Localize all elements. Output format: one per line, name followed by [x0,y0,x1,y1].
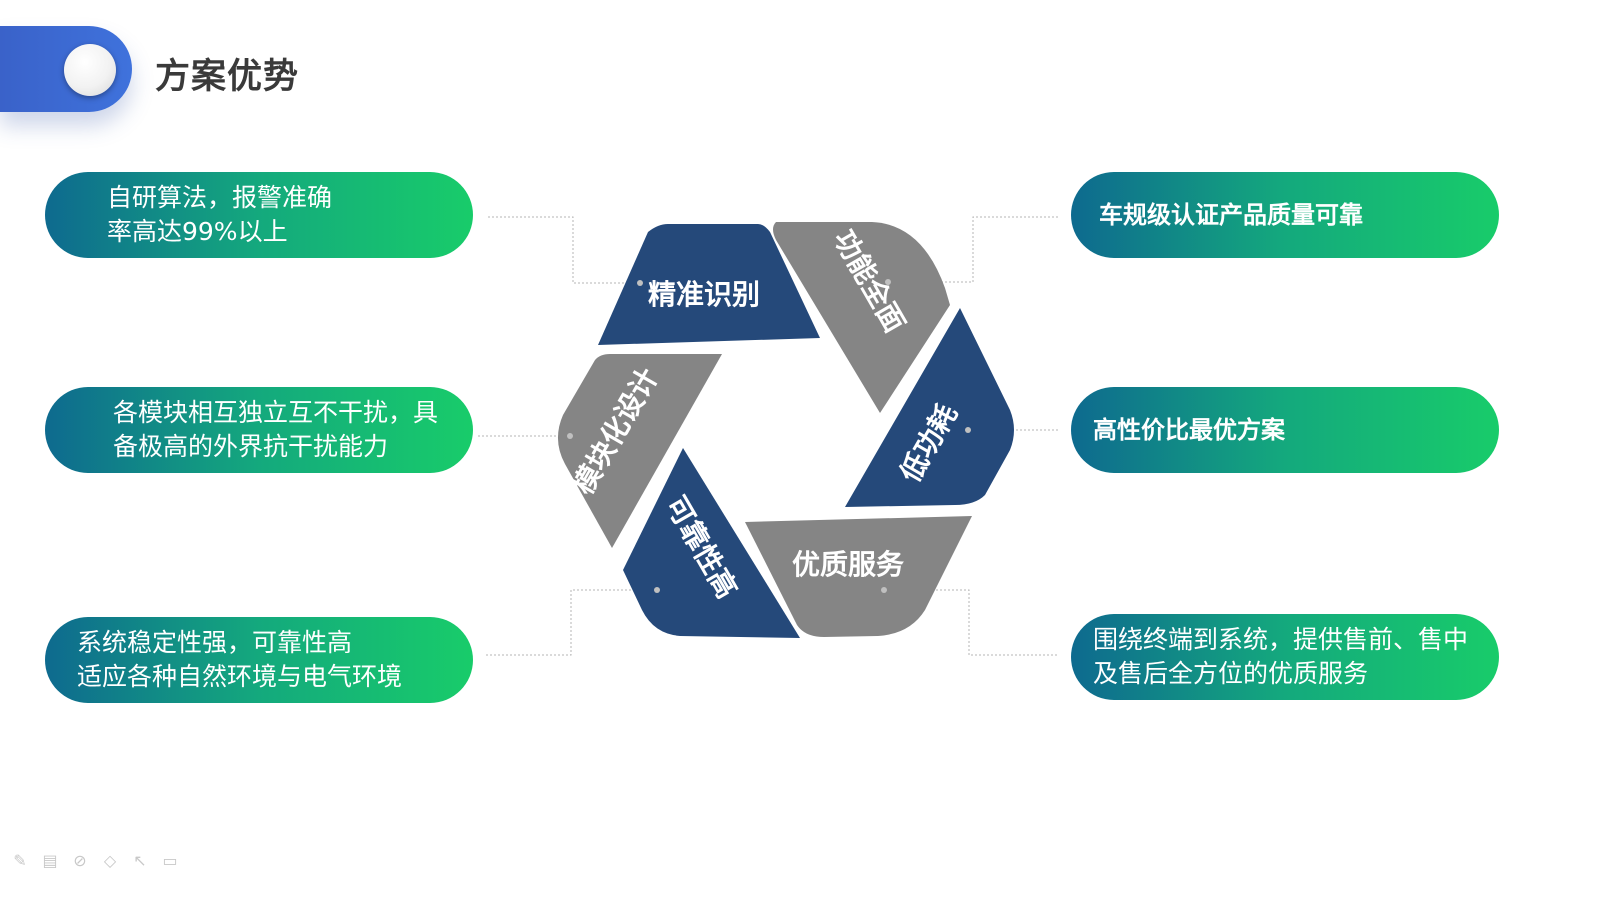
connector-dot [965,427,971,433]
cycle-segment [557,354,722,548]
feature-text: 车规级认证产品质量可靠 [1099,201,1363,229]
connector-line [486,589,657,656]
connector-dot [637,280,643,286]
presentation-toolbar: ✎ ▤ ⊘ ◇ ↖ ▭ [10,850,180,870]
feature-pill-right-1: 车规级认证产品质量可靠 [1071,172,1499,258]
header-knob-icon [64,44,116,96]
feature-pill-right-3: 围绕终端到系统，提供售前、售中 及售后全方位的优质服务 [1071,614,1499,700]
feature-text: 围绕终端到系统，提供售前、售中 及售后全方位的优质服务 [1093,625,1469,688]
cycle-segment-label: 优质服务 [792,548,904,581]
cycle-segment [598,224,820,345]
pointer-icon[interactable]: ↖ [133,850,147,870]
connector-line [884,589,1058,656]
screen-icon[interactable]: ▭ [162,850,178,870]
page-title: 方案优势 [155,57,300,97]
cycle-segment-label: 精准识别 [648,278,760,311]
pen-icon[interactable]: ✎ [13,850,27,870]
connector-line [488,216,640,284]
feature-text: 高性价比最优方案 [1093,416,1285,444]
feature-pill-left-3: 系统稳定性强，可靠性高 适应各种自然环境与电气环境 [45,617,473,703]
connector-dot [654,587,660,593]
feature-text: 各模块相互独立互不干扰，具 备极高的外界抗干扰能力 [113,398,439,461]
cycle-segment [845,308,1014,507]
cycle-segment [745,516,972,637]
connector-dot [567,433,573,439]
feature-pill-left-1: 自研算法，报警准确 率高达99%以上 [45,172,473,258]
cycle-segment [773,222,950,413]
eraser-icon[interactable]: ⊘ [73,850,87,870]
highlighter-icon[interactable]: ◇ [103,850,117,870]
connector-dot [881,587,887,593]
slides-icon[interactable]: ▤ [42,850,58,870]
feature-text: 系统稳定性强，可靠性高 适应各种自然环境与电气环境 [77,628,403,691]
feature-pill-right-2: 高性价比最优方案 [1071,387,1499,473]
connector-dot [885,279,891,285]
feature-text: 自研算法，报警准确 率高达99%以上 [107,183,333,246]
cycle-segment [623,448,800,638]
feature-pill-left-2: 各模块相互独立互不干扰，具 备极高的外界抗干扰能力 [45,387,473,473]
